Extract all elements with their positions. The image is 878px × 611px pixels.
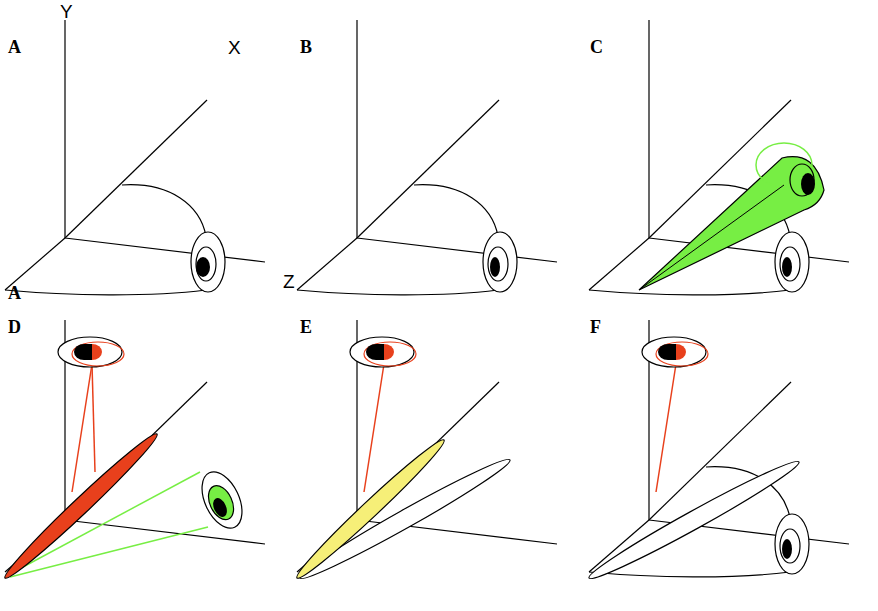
axis-label: Y bbox=[60, 2, 73, 21]
axis-label: Z bbox=[283, 272, 295, 291]
eye bbox=[483, 232, 517, 292]
panel bbox=[292, 320, 557, 586]
panel-letter: A bbox=[8, 284, 21, 302]
panel-letter: D bbox=[8, 318, 21, 336]
eye bbox=[775, 232, 809, 292]
eye bbox=[642, 337, 708, 367]
eye bbox=[775, 514, 809, 574]
eye bbox=[191, 232, 225, 292]
panel bbox=[585, 320, 849, 586]
eye bbox=[58, 337, 124, 367]
panel-letter: F bbox=[590, 318, 601, 336]
panel bbox=[589, 20, 849, 295]
panel-letter: B bbox=[300, 38, 312, 56]
panel-letter: C bbox=[590, 38, 603, 56]
panel bbox=[5, 20, 265, 295]
axis-label: X bbox=[228, 38, 241, 57]
panel bbox=[297, 20, 557, 295]
panel bbox=[0, 320, 265, 584]
panel-letter: E bbox=[300, 318, 312, 336]
eye bbox=[350, 337, 416, 367]
panel-letter: A bbox=[8, 38, 21, 56]
